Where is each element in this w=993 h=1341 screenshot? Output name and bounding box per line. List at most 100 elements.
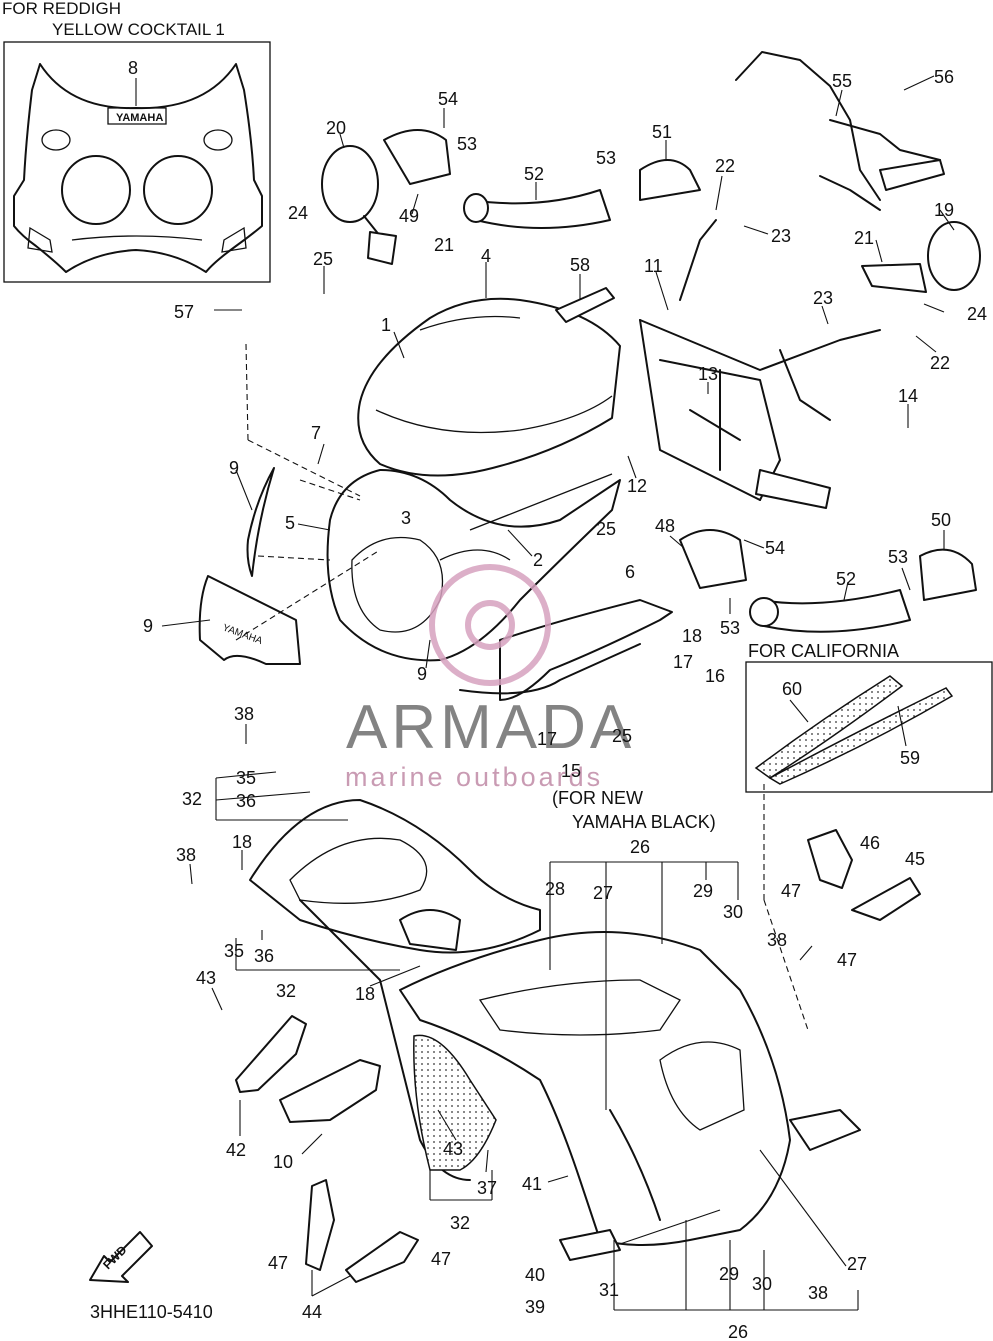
part-label-24-b: 24 (967, 304, 987, 324)
part-label-54-a: 54 (438, 89, 458, 109)
part-label-10: 10 (273, 1152, 293, 1172)
part-label-54-b: 54 (765, 538, 785, 558)
part-label-18-a: 18 (682, 626, 702, 646)
part-label-28: 28 (545, 879, 565, 899)
part-label-22-a: 22 (715, 156, 735, 176)
part-label-53-d: 53 (888, 547, 908, 567)
part-label-25-c: 25 (612, 726, 632, 746)
part-label-30-b: 30 (752, 1274, 772, 1294)
side-cowl-6-drawing (459, 599, 673, 701)
part-label-50: 50 (931, 510, 951, 530)
front-cowl-inset-drawing: YAMAHA (13, 63, 263, 273)
part-label-35-b: 35 (224, 941, 244, 961)
watermark-brand: ARMADA (346, 693, 635, 762)
part-label-25-b: 25 (596, 519, 616, 539)
brackets-drawing (235, 829, 921, 1283)
part-label-1: 1 (381, 315, 391, 335)
part-label-9-c: 9 (417, 664, 427, 684)
part-label-53-a: 53 (457, 134, 477, 154)
part-label-40: 40 (525, 1265, 545, 1285)
part-label-31: 31 (599, 1280, 619, 1300)
part-label-57: 57 (174, 302, 194, 322)
part-label-27-b: 27 (847, 1254, 867, 1274)
part-label-38-d: 38 (808, 1283, 828, 1303)
part-label-36-b: 36 (254, 946, 274, 966)
part-label-38-c: 38 (767, 930, 787, 950)
header-line-2: YELLOW COCKTAIL 1 (52, 20, 225, 39)
lower-left-cowl-drawing (249, 799, 541, 1181)
part-label-11: 11 (644, 256, 663, 276)
label-60: 60 (782, 679, 802, 699)
part-label-25-a: 25 (313, 249, 333, 269)
part-label-56: 56 (934, 67, 954, 87)
watermark-tagline: marine outboards (345, 762, 603, 792)
mirror-bracket-drawing (321, 51, 981, 293)
part-label-47-a: 47 (781, 881, 801, 901)
part-label-20: 20 (326, 118, 346, 138)
part-label-22-b: 22 (930, 353, 950, 373)
part-label-2: 2 (533, 550, 543, 570)
part-label-55: 55 (832, 71, 852, 91)
part-label-52-a: 52 (524, 164, 544, 184)
part-label-6: 6 (625, 562, 635, 582)
part-label-17-a: 17 (673, 652, 693, 672)
part-label-48: 48 (655, 516, 675, 536)
part-label-15: 15 (561, 761, 581, 781)
part-label-13: 13 (698, 364, 718, 384)
watermark: ARMADA marine outboards (345, 564, 635, 792)
part-label-24-a: 24 (288, 203, 308, 223)
part-label-47-c: 47 (268, 1253, 288, 1273)
part-label-36-a: 36 (236, 791, 256, 811)
part-number-labels: 1 2 3 4 5 6 7 9 9 9 10 11 12 13 14 15 16… (143, 67, 987, 1341)
decal-58-drawing (555, 287, 615, 323)
part-label-29-a: 29 (693, 881, 713, 901)
part-label-58: 58 (570, 255, 590, 275)
california-title: FOR CALIFORNIA (748, 641, 899, 661)
part-label-26-a: 26 (630, 837, 650, 857)
upper-fairing-drawing (326, 469, 621, 662)
part-label-23-a: 23 (771, 226, 791, 246)
part-label-53-c: 53 (720, 618, 740, 638)
windshield-drawing (357, 297, 621, 477)
part-label-21-b: 21 (854, 228, 874, 248)
header-line-1: FOR REDDIGH (2, 0, 121, 18)
leader-lines (161, 75, 955, 1311)
part-label-47-b: 47 (837, 950, 857, 970)
part-label-3: 3 (401, 508, 411, 528)
part-label-18-b: 18 (232, 832, 252, 852)
part-label-16: 16 (705, 666, 725, 686)
part-label-38-a: 38 (234, 704, 254, 724)
part-label-39: 39 (525, 1297, 545, 1317)
fairing-stay-drawing (639, 219, 881, 509)
part-label-9-b: 9 (143, 616, 153, 636)
air-ducts-drawing (383, 129, 977, 633)
part-label-7: 7 (311, 423, 321, 443)
part-label-37: 37 (477, 1178, 497, 1198)
part-label-18-c: 18 (355, 984, 375, 1004)
inset-california: FOR CALIFORNIA 60 59 (745, 641, 993, 793)
part-code: 3HHE110-5410 (90, 1302, 213, 1322)
part-label-21-a: 21 (434, 235, 454, 255)
part-label-51: 51 (652, 122, 672, 142)
part-label-47-d: 47 (431, 1249, 451, 1269)
part-label-5: 5 (285, 513, 295, 533)
part-label-14: 14 (898, 386, 918, 406)
part-label-9-a: 9 (229, 458, 239, 478)
note-line-2: YAMAHA BLACK) (572, 812, 716, 832)
part-label-29-b: 29 (719, 1264, 739, 1284)
part-label-52-b: 52 (836, 569, 856, 589)
part-label-12: 12 (627, 476, 647, 496)
part-label-32-a: 32 (182, 789, 202, 809)
part-label-45: 45 (905, 849, 925, 869)
note-line-1: (FOR NEW (552, 788, 643, 808)
part-label-32-b: 32 (276, 981, 296, 1001)
part-label-38-b: 38 (176, 845, 196, 865)
side-panel-9-drawing: YAMAHA (198, 467, 301, 665)
part-label-32-c: 32 (450, 1213, 470, 1233)
part-label-26-b: 26 (728, 1322, 748, 1341)
part-label-41: 41 (522, 1174, 542, 1194)
part-label-4: 4 (481, 246, 491, 266)
part-label-30-a: 30 (723, 902, 743, 922)
part-label-43-a: 43 (196, 968, 216, 988)
